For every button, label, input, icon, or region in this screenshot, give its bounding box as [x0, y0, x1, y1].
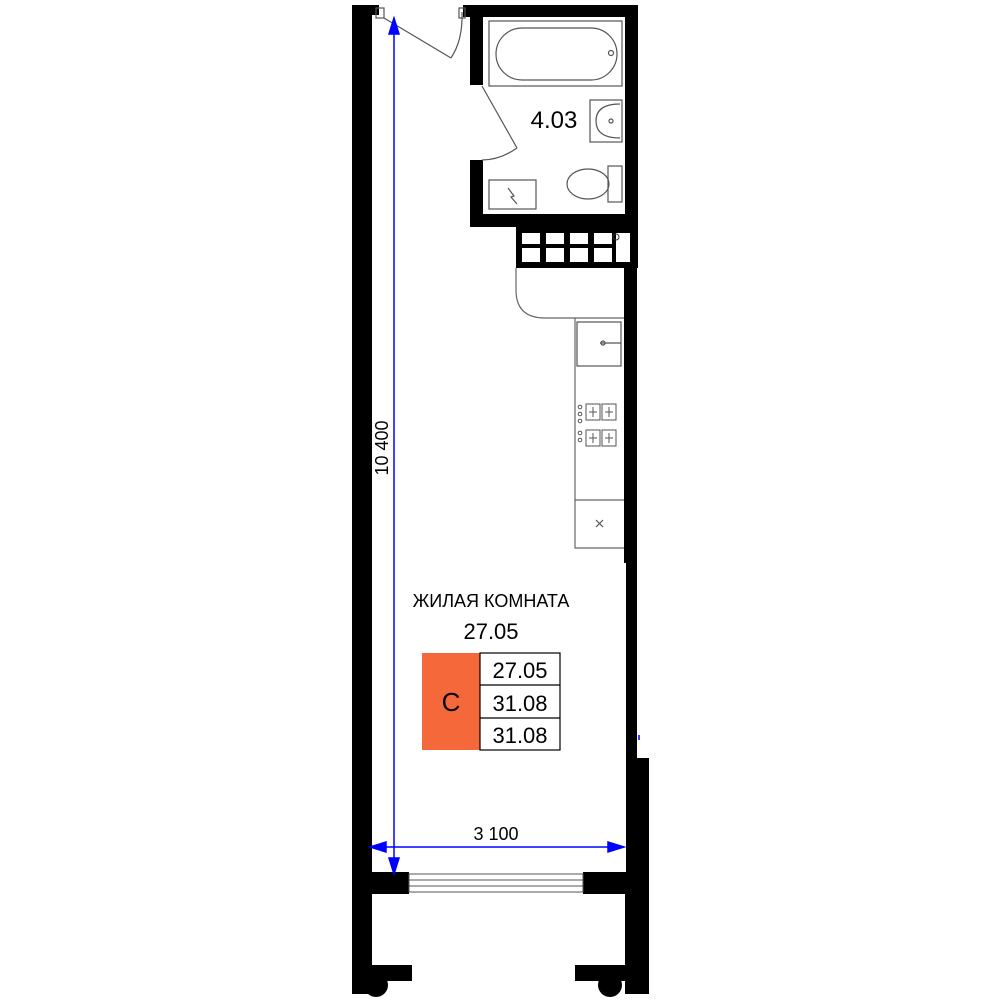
summary-living-area: 27.05 [492, 658, 547, 683]
living-room-area: 27.05 [463, 619, 518, 644]
bathroom-door [481, 85, 518, 161]
bathroom-left-wall-top [470, 5, 483, 85]
bathroom-left-wall-bottom [470, 160, 483, 226]
length-dimension-line [387, 15, 401, 877]
toilet-icon [566, 165, 623, 203]
door-jamb [463, 5, 470, 17]
living-room-name: ЖИЛАЯ КОМНАТА [413, 591, 570, 611]
bottom-wall-right [583, 872, 649, 894]
right-wall [624, 268, 637, 563]
balcony-left-rail [352, 965, 412, 981]
electrical-panel-icon [488, 179, 537, 210]
length-dimension-label: 10 400 [372, 420, 392, 475]
left-wall-top-stub [352, 5, 379, 15]
right-wall-lower [626, 563, 637, 877]
bathroom-top-wall [470, 5, 638, 17]
utility-valve-icon [612, 233, 620, 241]
width-dimension-label: 3 100 [473, 824, 518, 844]
summary-total-area-with-balcony: 31.08 [492, 723, 547, 748]
kitchen-counter [515, 268, 624, 549]
apartment-summary-table: C 27.05 31.08 31.08 [422, 652, 561, 751]
window [408, 873, 584, 893]
fridge-icon [595, 519, 604, 528]
balcony-left-post [364, 973, 388, 997]
bathroom-bottom-wall [470, 214, 638, 227]
bathroom-right-wall [625, 5, 638, 227]
left-wall [352, 5, 372, 878]
washbasin-icon [589, 99, 623, 143]
balcony-right-rail [575, 965, 649, 981]
apartment-type-letter: C [442, 687, 461, 717]
width-dimension-line [367, 840, 627, 854]
bathroom-area: 4.03 [531, 107, 578, 134]
kitchen-sink-icon [576, 321, 622, 367]
summary-total-area: 31.08 [492, 691, 547, 716]
balcony-right-post [598, 973, 622, 997]
bottom-wall-left [352, 872, 409, 894]
bathtub-icon [488, 20, 623, 87]
right-wall-outer-step [637, 758, 649, 878]
walls [352, 5, 649, 997]
stove-icon [577, 403, 617, 447]
apartment-type-badge [422, 653, 480, 750]
